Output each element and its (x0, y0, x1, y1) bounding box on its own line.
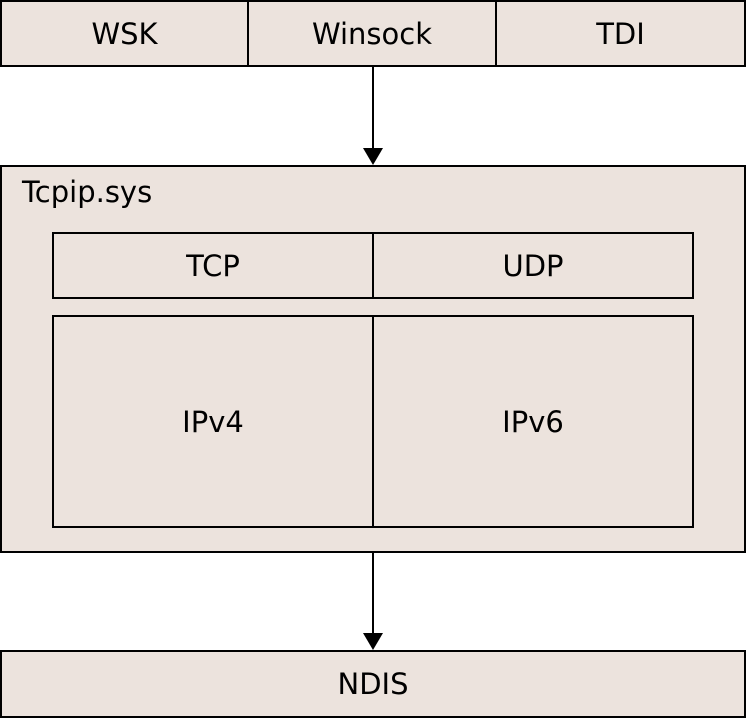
ndis-cell: NDIS (2, 652, 744, 716)
tdi-label: TDI (596, 16, 645, 51)
tcpip-driver-title: Tcpip.sys (22, 175, 153, 209)
tdi-box: TDI (497, 2, 744, 65)
winsock-label: Winsock (311, 16, 433, 51)
wsk-box: WSK (2, 2, 249, 65)
arrow-top-to-driver-head (363, 148, 383, 165)
tcp-box: TCP (54, 234, 374, 297)
arrow-driver-to-ndis-head (363, 633, 383, 650)
udp-label: UDP (502, 248, 564, 283)
ipv6-box: IPv6 (374, 317, 692, 526)
wsk-label: WSK (91, 16, 158, 51)
tcp-label: TCP (186, 248, 240, 283)
ipv4-label: IPv4 (182, 404, 244, 439)
ipv4-box: IPv4 (54, 317, 374, 526)
winsock-box: Winsock (249, 2, 497, 65)
ndis-label: NDIS (337, 667, 409, 701)
udp-box: UDP (374, 234, 692, 297)
ipv6-label: IPv6 (502, 404, 564, 439)
